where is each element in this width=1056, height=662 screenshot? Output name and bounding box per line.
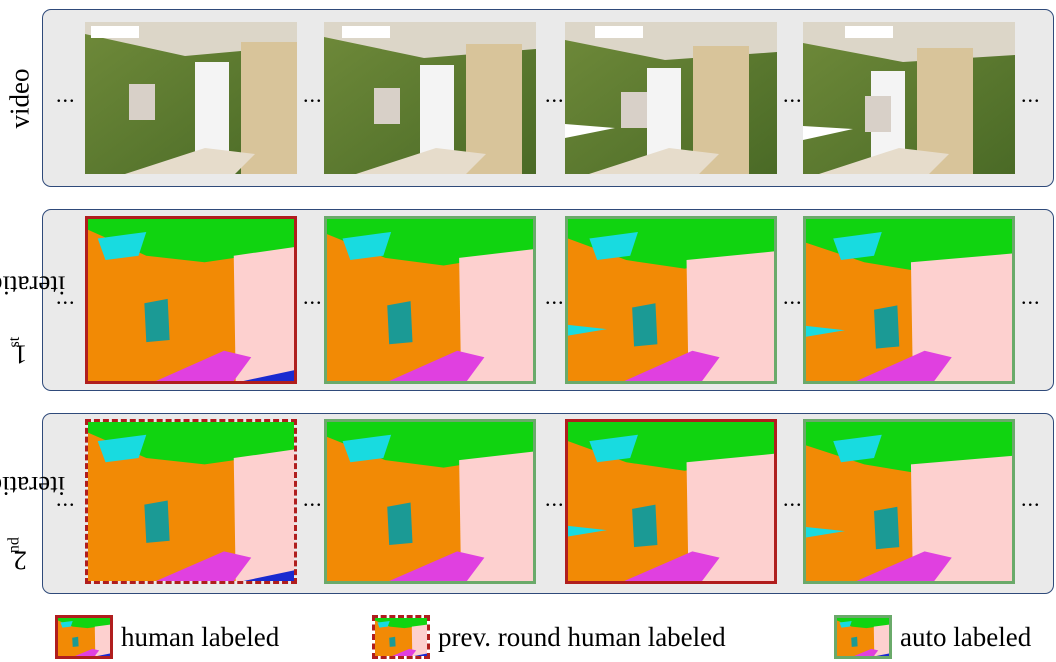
video-ellipsis-3: ... bbox=[545, 82, 565, 107]
iter2-ellipsis-3: ... bbox=[545, 485, 565, 511]
video-ellipsis-1: ... bbox=[56, 82, 76, 107]
legend-prev-label: prev. round human labeled bbox=[438, 621, 726, 652]
human-labeled-swatch-icon bbox=[55, 615, 113, 659]
iter1-frame-3 bbox=[565, 216, 777, 384]
iter2-frame-2 bbox=[324, 419, 536, 584]
iter1-ellipsis-4: ... bbox=[783, 284, 803, 309]
legend-prev: prev. round human labeled bbox=[372, 614, 726, 660]
video-ellipsis-4: ... bbox=[783, 82, 803, 107]
legend-auto: auto labeled bbox=[834, 614, 1031, 660]
legend-human-label: human labeled bbox=[121, 621, 280, 652]
iter2-ellipsis-1: ... bbox=[56, 485, 76, 511]
iter1-frame-4 bbox=[803, 216, 1015, 384]
video-ellipsis-5: ... bbox=[1021, 82, 1041, 107]
video-frame-3 bbox=[565, 22, 777, 174]
iter2-frame-4 bbox=[803, 419, 1015, 584]
video-ellipsis-2: ... bbox=[303, 82, 323, 107]
video-frame-4 bbox=[803, 22, 1015, 174]
iter2-ellipsis-4: ... bbox=[783, 485, 803, 511]
iter1-ellipsis-2: ... bbox=[303, 284, 323, 309]
iter1-frame-1 bbox=[85, 216, 297, 384]
iter2-frame-3 bbox=[565, 419, 777, 584]
iteration1-row-label: 1st iteration bbox=[0, 270, 65, 370]
legend-auto-label: auto labeled bbox=[900, 621, 1032, 652]
video-frame-1 bbox=[85, 22, 297, 174]
prev-round-swatch-icon bbox=[372, 615, 430, 659]
iter2-frame-1 bbox=[85, 419, 297, 584]
iteration2-row-label: 2nd iteration bbox=[0, 470, 65, 576]
legend-human: human labeled bbox=[55, 614, 279, 660]
auto-labeled-swatch-icon bbox=[834, 615, 892, 659]
video-frame-2 bbox=[324, 22, 536, 174]
iter2-ellipsis-5: ... bbox=[1021, 485, 1041, 511]
iter1-ellipsis-1: ... bbox=[56, 284, 76, 309]
iter1-ellipsis-3: ... bbox=[545, 284, 565, 309]
iter2-ellipsis-2: ... bbox=[303, 485, 323, 511]
iter1-frame-2 bbox=[324, 216, 536, 384]
video-row-label: video bbox=[4, 68, 35, 128]
iter1-ellipsis-5: ... bbox=[1021, 284, 1041, 309]
